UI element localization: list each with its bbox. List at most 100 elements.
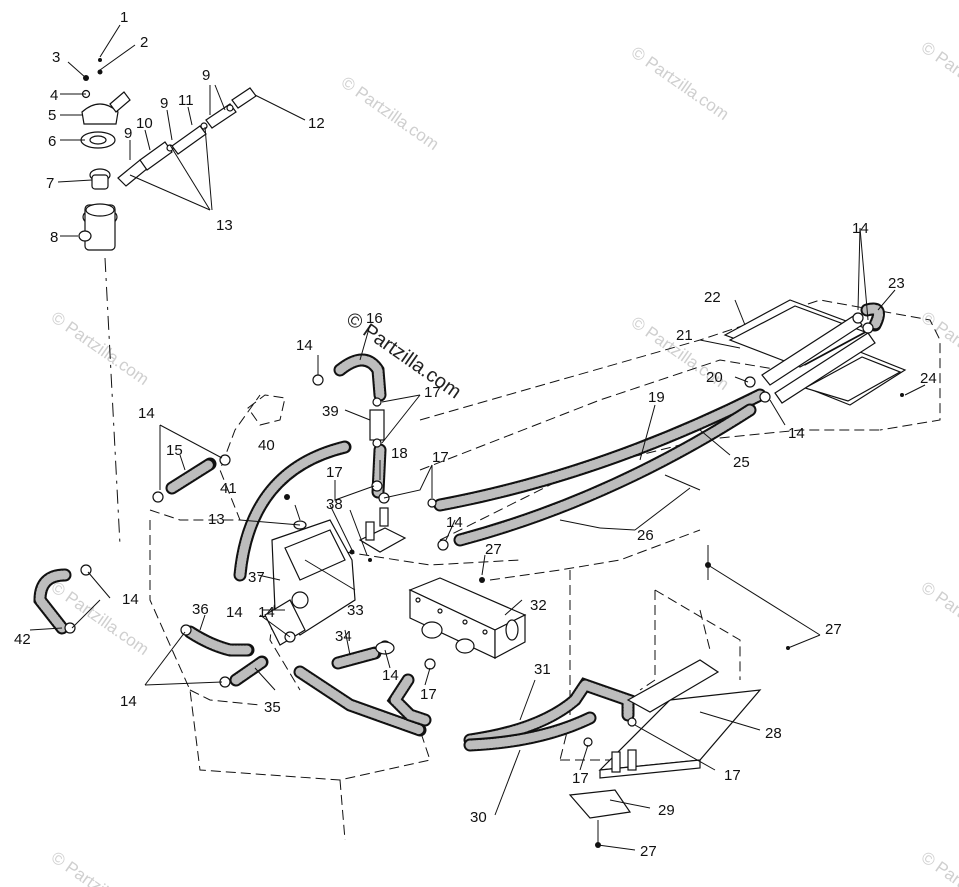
clamp-20 (744, 376, 756, 388)
label-25: 25 (733, 454, 750, 471)
label-14: 14 (258, 604, 275, 621)
label-34: 34 (335, 628, 352, 645)
label-18: 18 (391, 445, 408, 462)
dashed-reservoir (247, 394, 286, 426)
label-14: 14 (382, 667, 399, 684)
label-15: 15 (166, 442, 183, 459)
label-13: 13 (216, 217, 233, 234)
washer-8 (97, 69, 103, 75)
cable-ties (559, 474, 701, 529)
valve-11 (171, 125, 207, 155)
label-27: 27 (825, 621, 842, 638)
tank-bracket (264, 599, 306, 646)
label-27: 27 (485, 541, 502, 558)
label-9: 9 (202, 67, 210, 84)
label-30: 30 (470, 809, 487, 826)
label-19: 19 (648, 389, 665, 406)
label-4: 5 (48, 107, 56, 124)
label-37: 37 (248, 569, 265, 586)
label-39: 39 (322, 403, 339, 420)
watermark: © Partzilla.com (628, 43, 733, 124)
leader-lines (29, 24, 926, 851)
watermarks: © Partzilla.com © Partzilla.com © Partzi… (48, 38, 959, 887)
pipe-upper (761, 314, 863, 386)
fitting-1 (78, 230, 92, 242)
plate-29 (568, 789, 632, 819)
label-11: 11 (178, 92, 194, 109)
label-10: 10 (136, 115, 153, 132)
hose-10 (139, 141, 173, 171)
label-42: 42 (14, 631, 31, 648)
label-8: 2 (140, 34, 148, 51)
label-1: 8 (50, 229, 58, 246)
housing-cover-4 (81, 103, 119, 125)
label-16: 16 (366, 310, 383, 327)
label-17: 17 (724, 767, 741, 784)
label-14: 14 (296, 337, 313, 354)
tee-39 (369, 409, 385, 441)
bracket (358, 527, 407, 553)
label-17: 17 (424, 384, 441, 401)
label-3: 6 (48, 133, 56, 150)
label-27: 27 (640, 843, 657, 860)
hoses (33, 302, 886, 752)
label-24: 24 (920, 370, 937, 387)
watermark: © Partzilla.com (918, 38, 959, 119)
label-40: 40 (258, 437, 275, 454)
watermark: © Partzilla.com (918, 848, 959, 887)
label-17: 17 (572, 770, 589, 787)
label-33: 33 (347, 602, 364, 619)
label-17: 17 (326, 464, 343, 481)
heat-exchanger (723, 299, 907, 406)
label-38: 38 (326, 496, 343, 513)
label-35: 35 (264, 699, 281, 716)
watermark: © Partzilla.com (338, 73, 443, 154)
label-41: 41 (220, 480, 237, 497)
label-9: 9 (124, 125, 132, 142)
watermark: © Partzilla.com (48, 308, 153, 389)
part-labels: 1 2 3 4 5 6 7 8 9 9 9 10 11 12 13 13 14 … (14, 9, 937, 860)
label-21: 21 (676, 327, 693, 344)
label-36: 36 (192, 601, 209, 618)
label-5: 4 (50, 87, 58, 104)
label-14: 14 (122, 591, 139, 608)
label-28: 28 (765, 725, 782, 742)
label-12: 12 (308, 115, 325, 132)
label-14: 14 (446, 514, 463, 531)
label-20: 20 (706, 369, 723, 386)
pipe-lower (774, 332, 876, 404)
rivet-27-mid (479, 577, 485, 583)
hose-25 (453, 403, 757, 547)
label-9: 9 (160, 95, 168, 112)
label-13: 13 (208, 511, 225, 528)
label-14: 14 (852, 220, 869, 237)
watermark: © Partzilla.com (918, 578, 959, 659)
label-23: 23 (888, 275, 905, 292)
fitting-38 (349, 549, 355, 555)
machine-outline (104, 257, 941, 841)
label-31: 31 (534, 661, 551, 678)
watermark: © Partzilla.com (48, 578, 153, 659)
screw-40 (284, 494, 290, 500)
watermark: © Partzilla.com (48, 848, 153, 887)
label-26: 26 (637, 527, 654, 544)
label-22: 22 (704, 289, 721, 306)
clamp-14 (759, 391, 771, 403)
label-14: 14 (226, 604, 243, 621)
rivet-24 (900, 393, 904, 397)
label-6: 3 (52, 49, 60, 66)
label-29: 29 (658, 802, 675, 819)
label-14: 14 (138, 405, 155, 422)
label-2: 7 (46, 175, 54, 192)
coolant-tank (247, 394, 372, 646)
bracket-32 (408, 577, 527, 659)
label-14: 14 (120, 693, 137, 710)
fitting-12 (231, 87, 257, 109)
label-32: 32 (530, 597, 547, 614)
label-7: 1 (120, 9, 128, 26)
bolt-7 (98, 58, 102, 62)
thermostat-assembly (78, 58, 257, 251)
label-17: 17 (432, 449, 449, 466)
